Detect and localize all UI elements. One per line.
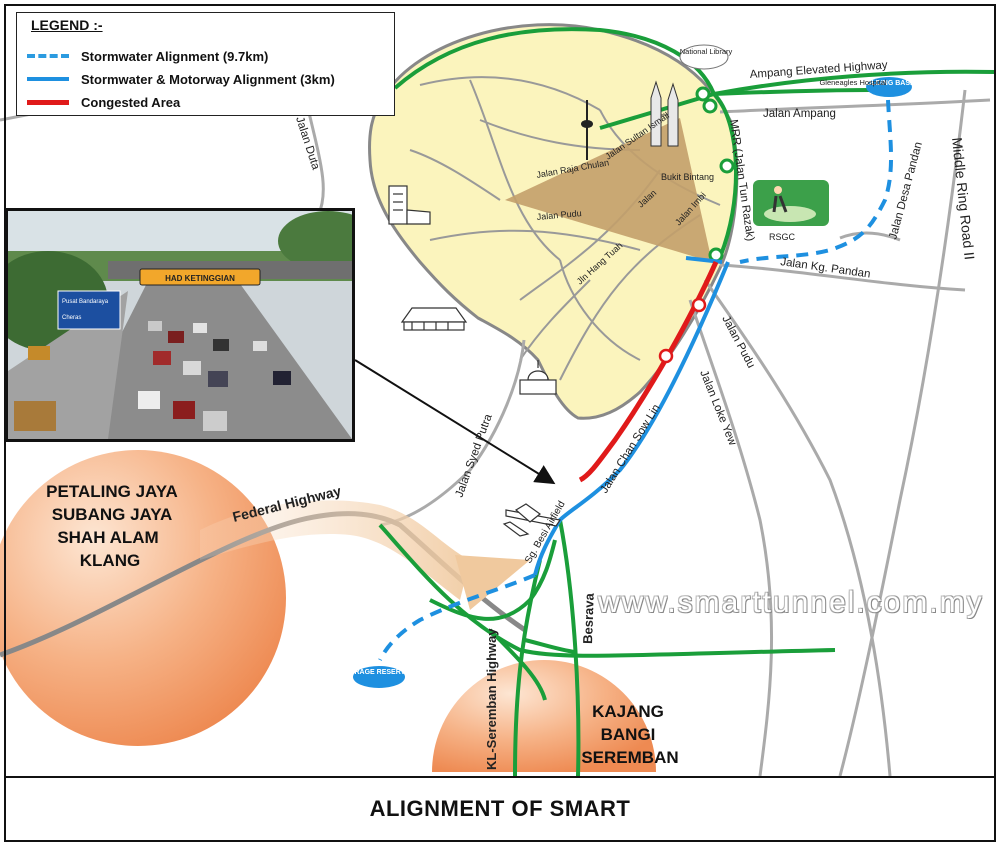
legend-item-stormwater: Stormwater Alignment (9.7km) (27, 46, 268, 66)
federal-highway-arrow (455, 555, 530, 610)
photo-pointer-arrow (354, 359, 556, 485)
legend-label-motorway: Stormwater & Motorway Alignment (3km) (81, 71, 335, 87)
legend-item-motorway: Stormwater & Motorway Alignment (3km) (27, 69, 335, 89)
storage-reservoir-badge: STORAGE RESERVOIR (340, 666, 418, 688)
traffic-photo: HAD KETINGGIAN Pusat Bandaraya Cheras (5, 208, 355, 442)
region-south-circle (432, 660, 656, 772)
rsgc-label: RSGC (769, 232, 796, 242)
congestion-markers (658, 297, 707, 364)
svg-text:PETALING JAYA: PETALING JAYA (46, 482, 178, 501)
national-library-label: National Library (680, 47, 733, 56)
legend-label-stormwater: Stormwater Alignment (9.7km) (81, 48, 269, 64)
svg-text:KAJANG: KAJANG (592, 702, 664, 721)
region-south-labels: KAJANG BANGI SEREMBAN (581, 702, 678, 767)
svg-text:BANGI: BANGI (601, 725, 656, 744)
watermark: www.smarttunnel.com.my (598, 586, 984, 619)
height-limit-sign (139, 268, 261, 286)
holding-basin-label: HOLDING BASIN (861, 80, 917, 87)
traffic-cars (14, 321, 291, 431)
airplane-icon (502, 503, 562, 537)
legend: LEGEND :- Stormwater Alignment (9.7km) S… (16, 12, 395, 116)
jalan-pudu-east-label: Jalan Pudu (719, 314, 757, 370)
jalan-ampang-label: Jalan Ampang (763, 108, 836, 120)
svg-text:SUBANG JAYA: SUBANG JAYA (52, 505, 173, 524)
storage-reservoir-label: STORAGE RESERVOIR (340, 669, 418, 676)
holding-basin-badge: HOLDING BASIN (861, 77, 917, 97)
federal-highway-band (200, 500, 470, 600)
footer-title: ALIGNMENT OF SMART (369, 796, 631, 821)
stormwater-alignment (378, 99, 894, 661)
jalan-pudu-city-label: Jalan Pudu (536, 208, 582, 222)
petronas-towers-icon (650, 80, 679, 147)
building-icon (388, 185, 431, 225)
city-minor-roads (409, 76, 721, 381)
besrava-label: Besrava (580, 592, 597, 644)
direction-sign-line-2: Cheras (62, 315, 81, 321)
kl-tower-icon (581, 100, 593, 160)
railway-station-icon (400, 307, 468, 331)
direction-sign-line-1: Pusat Bandaraya (62, 299, 109, 305)
footer: ALIGNMENT OF SMART (4, 776, 996, 842)
svg-text:KLANG: KLANG (80, 551, 140, 570)
svg-text:SEREMBAN: SEREMBAN (581, 748, 678, 767)
region-west-labels: PETALING JAYA SUBANG JAYA SHAH ALAM KLAN… (46, 482, 178, 570)
motorway-alignment-spur (685, 256, 723, 264)
svg-text:SHAH ALAM: SHAH ALAM (57, 528, 158, 547)
mosque-icon (519, 360, 557, 395)
city-centre-area (368, 23, 739, 420)
bukit-bintang-label: Bukit Bintang (661, 172, 714, 182)
middle-ring-road-label: Middle Ring Road II (949, 137, 978, 261)
height-limit-text: HAD KETINGGIAN (165, 274, 235, 283)
golden-triangle (505, 118, 712, 262)
legend-item-congested: Congested Area (27, 92, 180, 112)
jalan-desa-pandan-label: Jalan Desa Pandan (887, 141, 925, 241)
legend-label-congested: Congested Area (81, 94, 181, 110)
gleneagles-label: Gleneagles Hospital (819, 78, 886, 87)
national-library-bubble (679, 44, 729, 70)
legend-title: LEGEND :- (31, 17, 103, 33)
motorway-alignment (533, 261, 730, 576)
direction-sign (57, 290, 121, 330)
kl-seremban-label: KL-Seremban Highway (484, 628, 499, 770)
